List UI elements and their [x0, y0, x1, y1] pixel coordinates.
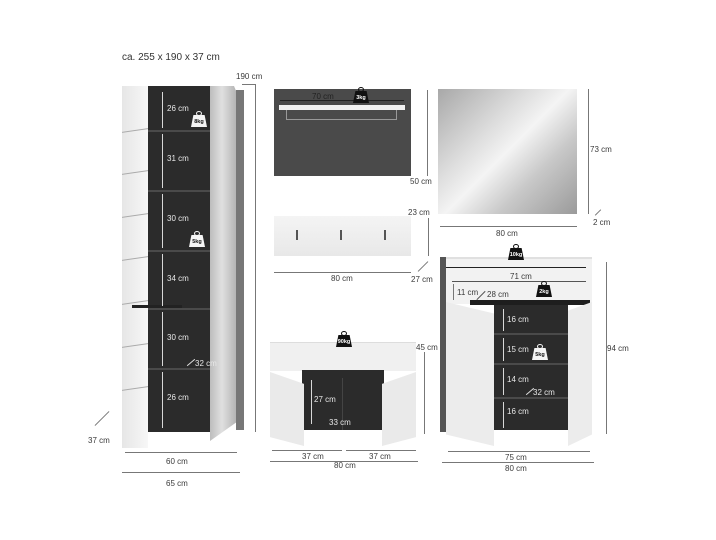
bench-inner-height: 27 cm — [314, 395, 336, 404]
tall-cabinet-mirror-door — [210, 86, 240, 441]
shoe-shelf-depth: 32 cm — [533, 388, 555, 397]
tall-compartment-6-height: 26 cm — [167, 393, 189, 402]
tall-compartment-4-height: 34 cm — [167, 274, 189, 283]
weight-icon: 5kg — [532, 344, 548, 360]
weight-icon: 90kg — [336, 331, 352, 347]
tall-compartment-2-height: 31 cm — [167, 154, 189, 163]
tall-shelf-depth: 32 cm — [195, 359, 217, 368]
tall-cabinet-interior — [148, 86, 210, 432]
bench-door-right-width: 37 cm — [369, 452, 391, 461]
tall-cabinet-left-door — [122, 86, 148, 448]
hook-icon — [296, 230, 298, 240]
tall-cabinet-outer-width: 65 cm — [166, 479, 188, 488]
weight-icon: 10kg — [508, 244, 524, 260]
weight-icon: 8kg — [191, 111, 207, 127]
weight-icon: 3kg — [353, 87, 369, 103]
bench-height: 45 cm — [416, 343, 438, 352]
shoe-drawer-depth: 28 cm — [487, 290, 509, 299]
tall-compartment-3-height: 30 cm — [167, 214, 189, 223]
bench-inner-depth: 33 cm — [329, 418, 351, 427]
wall-panel-rail-width: 70 cm — [312, 92, 334, 101]
weight-icon: 2kg — [536, 281, 552, 297]
wall-panel-height: 50 cm — [410, 177, 432, 186]
hook-icon — [384, 230, 386, 240]
bench-door-left-width: 37 cm — [302, 452, 324, 461]
shoe-cabinet-outer-width: 80 cm — [505, 464, 527, 473]
shoe-compartment-2-height: 15 cm — [507, 345, 529, 354]
shoe-drawer-height: 11 cm — [457, 288, 479, 297]
tall-cabinet-height: 190 cm — [236, 72, 263, 81]
tall-compartment-1-height: 26 cm — [167, 104, 189, 113]
weight-icon: 5kg — [189, 231, 205, 247]
shoe-drawer-width: 71 cm — [510, 272, 532, 281]
mirror-width: 80 cm — [496, 229, 518, 238]
shoe-compartment-1-height: 16 cm — [507, 315, 529, 324]
shoe-compartment-4-height: 16 cm — [507, 407, 529, 416]
hook-icon — [340, 230, 342, 240]
tall-cabinet-inner-width: 60 cm — [166, 457, 188, 466]
mirror-height: 73 cm — [590, 145, 612, 154]
coat-rack-depth: 27 cm — [411, 275, 433, 284]
tall-compartment-5-height: 30 cm — [167, 333, 189, 342]
shoe-compartment-3-height: 14 cm — [507, 375, 529, 384]
bench-width: 80 cm — [334, 461, 356, 470]
coat-rack-height: 23 cm — [408, 208, 430, 217]
coat-rack-width: 80 cm — [331, 274, 353, 283]
shoe-cabinet-height: 94 cm — [607, 344, 629, 353]
tall-cabinet-depth: 37 cm — [88, 436, 110, 445]
overall-dimensions-title: ca. 255 x 190 x 37 cm — [122, 52, 220, 63]
mirror-depth: 2 cm — [593, 218, 611, 227]
shoe-cabinet-inner-width: 75 cm — [505, 453, 527, 462]
